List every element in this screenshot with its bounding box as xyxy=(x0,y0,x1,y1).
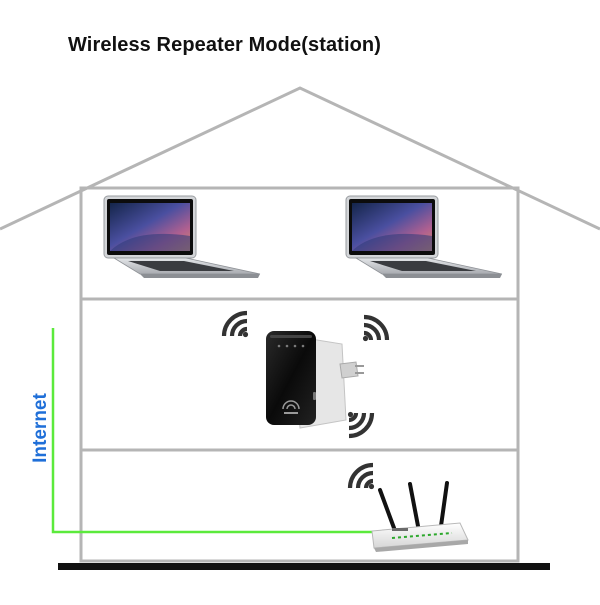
roof-line xyxy=(0,86,600,231)
internet-cable xyxy=(51,328,372,534)
wireless-repeater-icon xyxy=(266,331,364,429)
wifi-signal-icon xyxy=(350,465,374,489)
laptop-icon xyxy=(345,195,503,279)
wifi-signal-icon xyxy=(224,313,248,337)
internet-label: Internet xyxy=(30,393,51,463)
ground-line xyxy=(58,563,550,570)
house-frame xyxy=(79,186,520,563)
laptop-icon xyxy=(103,195,261,279)
wifi-signal-icon xyxy=(363,317,387,341)
wifi-signal-icon xyxy=(348,412,372,436)
wireless-router-icon xyxy=(371,481,469,552)
diagram-title: Wireless Repeater Mode(station) xyxy=(68,34,381,56)
